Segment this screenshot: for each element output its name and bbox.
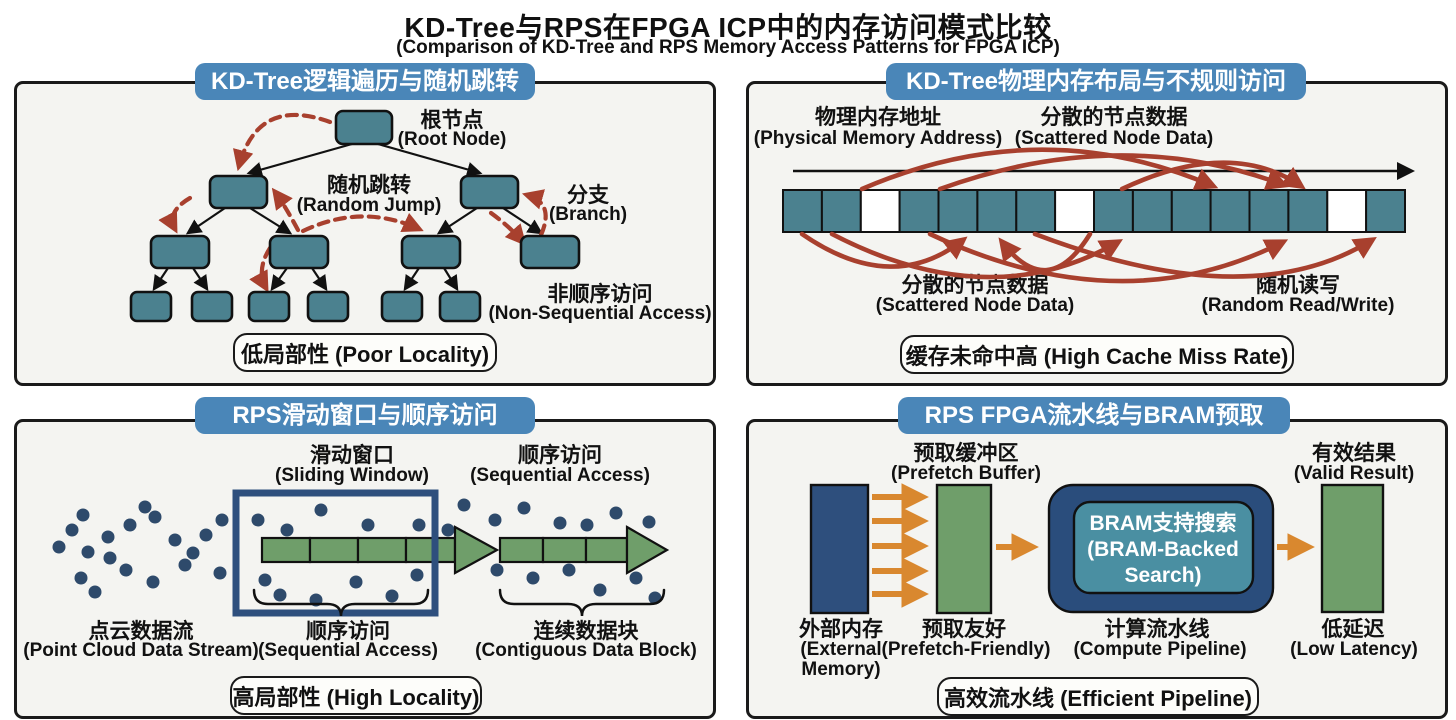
- root-node: [334, 109, 394, 146]
- external-memory-label-zh: 外部内存: [799, 618, 883, 641]
- memory-cell: [898, 189, 940, 233]
- physical-address-label-en: (Physical Memory Address): [753, 128, 1003, 149]
- memory-cell: [1365, 189, 1406, 233]
- braces: [252, 588, 666, 617]
- poor-locality-badge: 低局部性 (Poor Locality): [233, 333, 497, 372]
- memory-cell: [1209, 189, 1251, 233]
- point-stream-label-zh: 点云数据流: [88, 620, 194, 643]
- bram-search-block: [1072, 500, 1255, 595]
- memory-cell: [1326, 189, 1368, 233]
- random-rw-label-en: (Random Read/Write): [1201, 295, 1395, 316]
- valid-result-label-en: (Valid Result): [1293, 463, 1415, 484]
- memory-cell: [937, 189, 979, 233]
- contiguous-label-zh: 连续数据块: [533, 620, 639, 643]
- tree-nodes: [129, 109, 581, 323]
- memory-cell: [782, 189, 823, 233]
- branch-label-en: (Branch): [548, 204, 628, 225]
- page-subtitle: (Comparison of KD-Tree and RPS Memory Ac…: [396, 37, 1060, 58]
- compute-pipeline-label-zh: 计算流水线: [1104, 618, 1210, 641]
- low-latency-label-zh: 低延迟: [1321, 618, 1385, 641]
- memory-cell: [1248, 189, 1290, 233]
- prefetch-buffer-label-zh: 预取缓冲区: [913, 442, 1019, 465]
- pipeline-arrows: [872, 483, 1315, 608]
- high-locality-badge: 高局部性 (High Locality): [230, 676, 482, 715]
- point-cloud-dots: [52, 498, 662, 607]
- memory-cell: [1131, 189, 1173, 233]
- sequential-top-label-en: (Sequential Access): [470, 465, 650, 486]
- header-rps-window: RPS滑动窗口与顺序访问: [195, 397, 535, 434]
- memory-cells: [782, 189, 1406, 233]
- prefetch-buffer-label-en: (Prefetch Buffer): [891, 463, 1041, 484]
- valid-result-label-zh: 有效结果: [1312, 442, 1396, 465]
- pipeline-blocks: [809, 483, 1385, 615]
- efficient-pipeline-badge: 高效流水线 (Efficient Pipeline): [937, 677, 1259, 716]
- sliding-window-label-zh: 滑动窗口: [310, 444, 394, 467]
- compute-pipeline-label-en: (Compute Pipeline): [1073, 639, 1247, 660]
- external-memory-block: [809, 483, 870, 615]
- bram-search-label-line3: Search): [1124, 564, 1202, 587]
- memory-cell: [1093, 189, 1134, 233]
- page-title: KD-Tree与RPS在FPGA ICP中的内存访问模式比较: [404, 12, 1052, 43]
- scattered-bottom-label-en: (Scattered Node Data): [875, 295, 1075, 316]
- root-node-label-en: (Root Node): [397, 129, 507, 150]
- memory-cell: [1015, 189, 1057, 233]
- header-kdtree-physical: KD-Tree物理内存布局与不规则访问: [886, 63, 1306, 100]
- tree-edges: [152, 142, 544, 292]
- header-kdtree-logical: KD-Tree逻辑遍历与随机跳转: [195, 63, 535, 100]
- memory-cell: [820, 189, 862, 233]
- random-access-arcs: [799, 147, 1377, 284]
- sliding-window-label-en: (Sliding Window): [275, 465, 429, 486]
- prefetch-friendly-label-en: (Prefetch-Friendly): [881, 639, 1051, 660]
- bram-search-label-line1: BRAM支持搜索: [1089, 512, 1237, 535]
- valid-result-block: [1320, 483, 1385, 614]
- root-node-label-zh: 根节点: [420, 109, 484, 132]
- external-memory-label-en1: (External: [800, 639, 882, 660]
- header-rps-pipeline: RPS FPGA流水线与BRAM预取: [898, 397, 1290, 434]
- bram-search-label-line2: (BRAM-Backed: [1087, 538, 1239, 561]
- sliding-window-box: [232, 489, 439, 617]
- memory-cell: [1287, 189, 1329, 233]
- cache-miss-badge: 缓存未命中高 (High Cache Miss Rate): [900, 335, 1294, 374]
- external-memory-label-en2: Memory): [801, 659, 881, 680]
- sequential-arrow-1: [260, 525, 500, 575]
- low-latency-label-en: (Low Latency): [1290, 639, 1418, 660]
- branch-label-zh: 分支: [567, 184, 609, 207]
- memory-cell: [976, 189, 1018, 233]
- prefetch-friendly-label-zh: 预取友好: [922, 618, 1006, 641]
- physical-address-label-zh: 物理内存地址: [815, 106, 941, 129]
- random-jump-label-en: (Random Jump): [296, 195, 442, 216]
- nonsequential-label-en: (Non-Sequential Access): [488, 303, 712, 324]
- prefetch-buffer-block: [935, 483, 993, 615]
- sequential-top-label-zh: 顺序访问: [518, 444, 602, 467]
- random-jump-label-zh: 随机跳转: [327, 174, 411, 197]
- scattered-top-label-en: (Scattered Node Data): [1014, 128, 1214, 149]
- sequential-bottom-label-zh: 顺序访问: [306, 620, 390, 643]
- nonsequential-label-zh: 非顺序访问: [547, 283, 653, 306]
- scattered-bottom-label-zh: 分散的节点数据: [901, 274, 1049, 297]
- random-rw-label-zh: 随机读写: [1256, 274, 1340, 297]
- sequential-bottom-label-en: (Sequential Access): [258, 640, 438, 661]
- sequential-arrow-2: [498, 525, 670, 575]
- memory-cell: [859, 189, 901, 233]
- memory-cell: [1054, 189, 1095, 233]
- point-stream-label-en: (Point Cloud Data Stream): [23, 640, 259, 661]
- contiguous-label-en: (Contiguous Data Block): [475, 640, 697, 661]
- scattered-top-label-zh: 分散的节点数据: [1040, 106, 1188, 129]
- memory-cell: [1170, 189, 1212, 233]
